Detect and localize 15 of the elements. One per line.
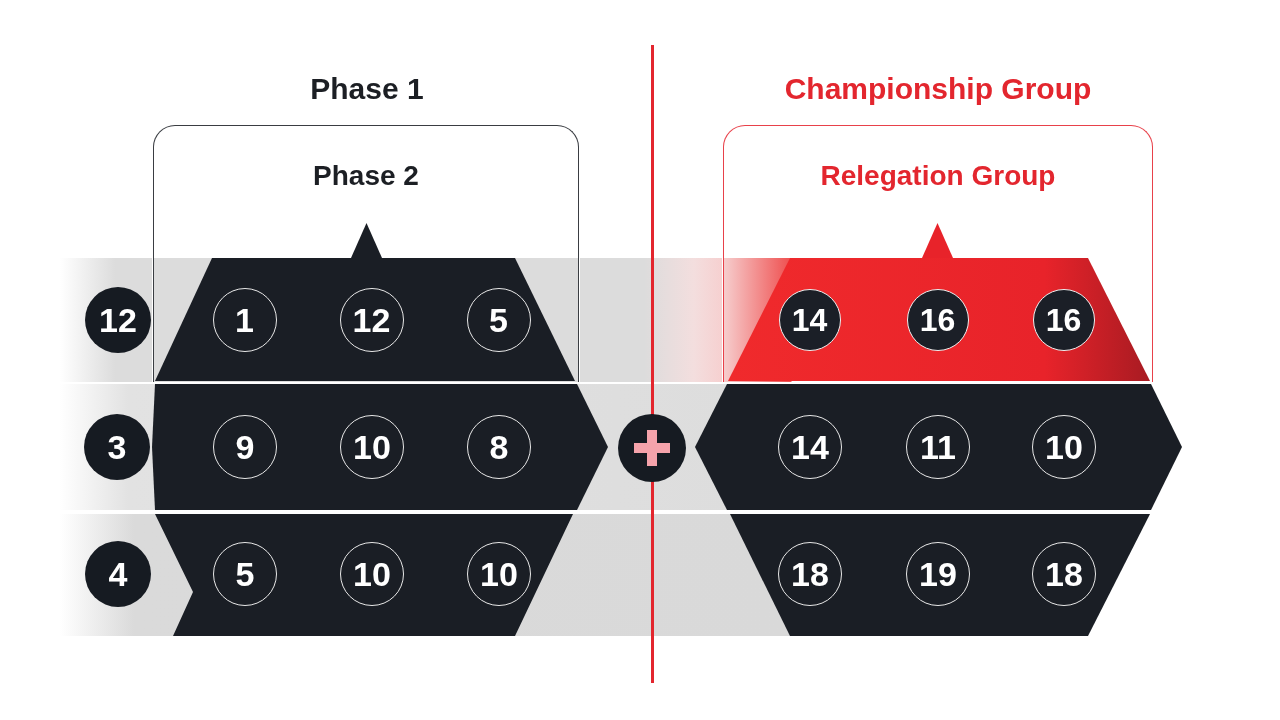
number-badge: 3 (84, 414, 150, 480)
hexagon-band (695, 384, 1182, 510)
group-frame (723, 125, 1153, 382)
number-badge: 4 (85, 541, 151, 607)
group-heading: Relegation Group (820, 159, 1056, 193)
column-heading: Phase 1 (310, 71, 424, 107)
trapezoid-band (154, 257, 575, 381)
trapezoid-band (155, 514, 573, 636)
number-badge: 12 (85, 287, 151, 353)
column-heading: Championship Group (784, 71, 1092, 107)
group-frame (153, 125, 579, 382)
group-heading: Phase 2 (313, 159, 419, 193)
hexagon-band (152, 384, 608, 510)
trapezoid-band (727, 257, 1150, 381)
trapezoid-band (730, 514, 1150, 636)
